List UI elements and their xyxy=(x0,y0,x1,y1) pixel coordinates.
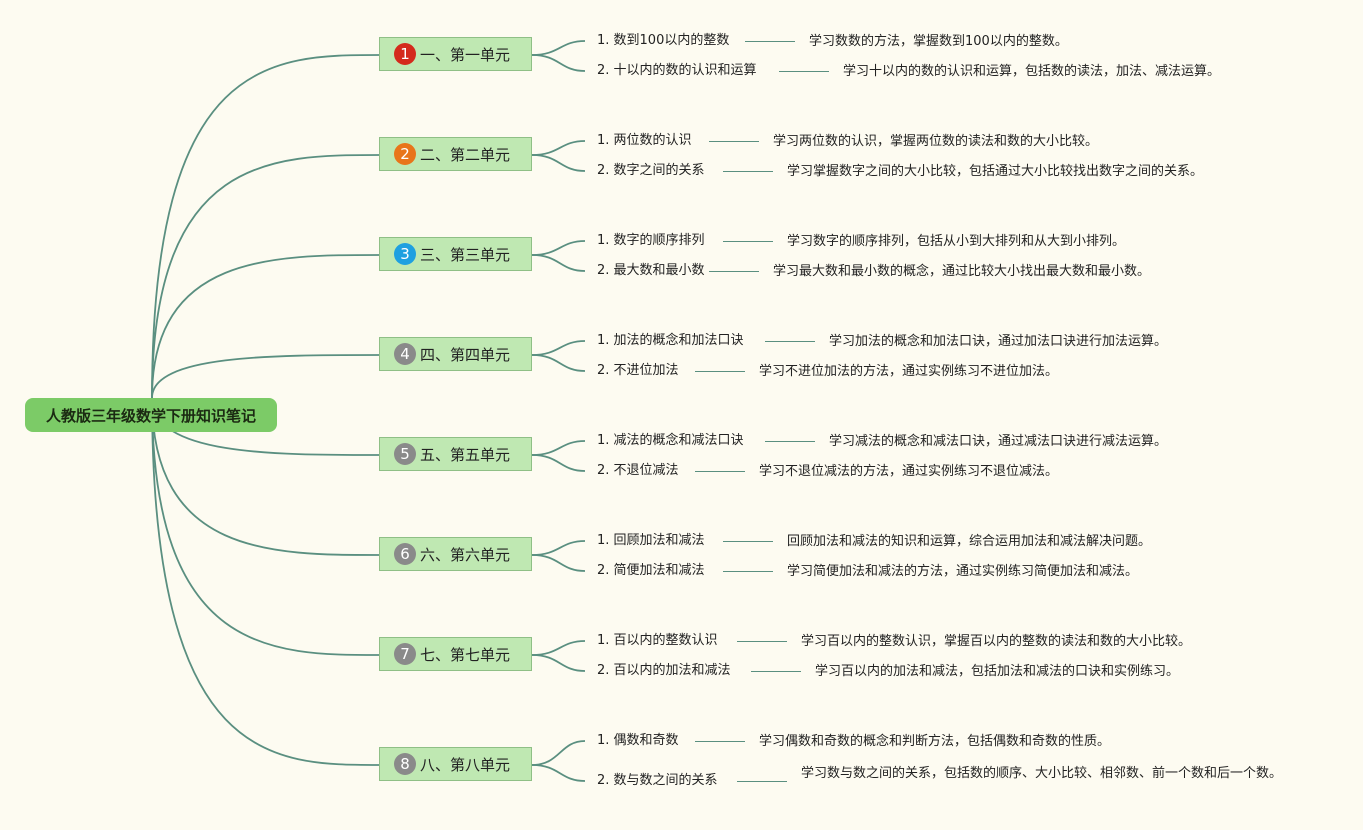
topic-connector-line xyxy=(723,541,773,542)
topic-connector-line xyxy=(709,141,759,142)
topic-description: 学习百以内的加法和减法，包括加法和减法的口诀和实例练习。 xyxy=(815,664,1180,679)
branch-line xyxy=(531,354,586,372)
number-badge-icon: 4 xyxy=(394,343,416,365)
topic-label[interactable]: 1. 数到100以内的整数 xyxy=(597,33,730,48)
branch-line xyxy=(531,454,586,472)
topic-label[interactable]: 1. 百以内的整数认识 xyxy=(597,633,718,648)
branch-line xyxy=(531,654,586,672)
topic-description: 学习不进位加法的方法，通过实例练习不进位加法。 xyxy=(759,364,1059,379)
branch-line xyxy=(151,397,380,766)
topic-label[interactable]: 1. 减法的概念和减法口诀 xyxy=(597,433,744,448)
topic-connector-line xyxy=(751,671,801,672)
branch-line xyxy=(151,154,380,399)
topic-connector-line xyxy=(723,171,773,172)
branch-line xyxy=(531,340,586,356)
topic-label[interactable]: 2. 不退位减法 xyxy=(597,463,679,478)
number-badge-icon: 5 xyxy=(394,443,416,465)
branch-line xyxy=(151,354,380,399)
branch-line xyxy=(531,554,586,572)
branch-line xyxy=(531,140,586,156)
topic-connector-line xyxy=(737,641,787,642)
topic-description: 回顾加法和减法的知识和运算，综合运用加法和减法解决问题。 xyxy=(787,534,1152,549)
branch-line xyxy=(531,54,586,72)
topic-description: 学习数数的方法，掌握数到100以内的整数。 xyxy=(809,34,1068,49)
topic-label[interactable]: 1. 数字的顺序排列 xyxy=(597,233,705,248)
topic-label[interactable]: 2. 百以内的加法和减法 xyxy=(597,663,731,678)
branch-line xyxy=(531,154,586,172)
topic-label[interactable]: 1. 回顾加法和减法 xyxy=(597,533,705,548)
topic-description: 学习加法的概念和加法口诀，通过加法口诀进行加法运算。 xyxy=(829,334,1168,349)
topic-label[interactable]: 2. 十以内的数的认识和运算 xyxy=(597,63,757,78)
branch-line xyxy=(531,40,586,56)
unit-label: 六、第六单元 xyxy=(420,545,511,564)
topic-connector-line xyxy=(723,241,773,242)
topic-description: 学习简便加法和减法的方法，通过实例练习简便加法和减法。 xyxy=(787,564,1139,579)
topic-connector-line xyxy=(765,441,815,442)
number-badge-icon: 6 xyxy=(394,543,416,565)
topic-connector-line xyxy=(765,341,815,342)
topic-connector-line xyxy=(695,471,745,472)
topic-connector-line xyxy=(779,71,829,72)
branch-line xyxy=(151,397,380,556)
topic-connector-line xyxy=(695,371,745,372)
topic-connector-line xyxy=(695,741,745,742)
unit-label: 五、第五单元 xyxy=(420,445,511,464)
topic-description: 学习百以内的整数认识，掌握百以内的整数的读法和数的大小比较。 xyxy=(801,634,1192,649)
topic-label[interactable]: 1. 加法的概念和加法口诀 xyxy=(597,333,744,348)
number-badge-icon: 3 xyxy=(394,243,416,265)
branch-line xyxy=(151,254,380,399)
topic-description: 学习掌握数字之间的大小比较，包括通过大小比较找出数字之间的关系。 xyxy=(787,164,1204,179)
number-badge-icon: 8 xyxy=(394,753,416,775)
topic-description: 学习数与数之间的关系，包括数的顺序、大小比较、相邻数、前一个数和后一个数。 xyxy=(801,766,1283,781)
branch-line xyxy=(531,764,586,782)
number-badge-icon: 7 xyxy=(394,643,416,665)
topic-description: 学习两位数的认识，掌握两位数的读法和数的大小比较。 xyxy=(773,134,1099,149)
branch-line xyxy=(531,640,586,656)
topic-description: 学习不退位减法的方法，通过实例练习不退位减法。 xyxy=(759,464,1059,479)
topic-label[interactable]: 2. 简便加法和减法 xyxy=(597,563,705,578)
branch-line xyxy=(531,240,586,256)
topic-description: 学习减法的概念和减法口诀，通过减法口诀进行减法运算。 xyxy=(829,434,1168,449)
branch-line xyxy=(151,54,380,399)
topic-connector-line xyxy=(737,781,787,782)
topic-description: 学习数字的顺序排列，包括从小到大排列和从大到小排列。 xyxy=(787,234,1126,249)
unit-label: 一、第一单元 xyxy=(420,45,511,64)
root-topic[interactable]: 人教版三年级数学下册知识笔记 xyxy=(25,398,277,432)
topic-label[interactable]: 2. 数字之间的关系 xyxy=(597,163,705,178)
topic-label[interactable]: 2. 数与数之间的关系 xyxy=(597,773,718,788)
number-badge-icon: 2 xyxy=(394,143,416,165)
topic-description: 学习十以内的数的认识和运算，包括数的读法，加法、减法运算。 xyxy=(843,64,1221,79)
branch-line xyxy=(531,440,586,456)
topic-connector-line xyxy=(723,571,773,572)
branch-line xyxy=(151,397,380,656)
topic-label[interactable]: 1. 偶数和奇数 xyxy=(597,733,679,748)
topic-description: 学习偶数和奇数的概念和判断方法，包括偶数和奇数的性质。 xyxy=(759,734,1111,749)
branch-line xyxy=(531,254,586,272)
unit-label: 八、第八单元 xyxy=(420,755,511,774)
unit-label: 三、第三单元 xyxy=(420,245,511,264)
number-badge-icon: 1 xyxy=(394,43,416,65)
branch-line xyxy=(531,540,586,556)
topic-connector-line xyxy=(745,41,795,42)
unit-label: 二、第二单元 xyxy=(420,145,511,164)
topic-label[interactable]: 1. 两位数的认识 xyxy=(597,133,692,148)
unit-label: 四、第四单元 xyxy=(420,345,511,364)
topic-label[interactable]: 2. 不进位加法 xyxy=(597,363,679,378)
unit-label: 七、第七单元 xyxy=(420,645,511,664)
topic-description: 学习最大数和最小数的概念，通过比较大小找出最大数和最小数。 xyxy=(773,264,1151,279)
branch-line xyxy=(531,740,586,766)
topic-connector-line xyxy=(709,271,759,272)
topic-label[interactable]: 2. 最大数和最小数 xyxy=(597,263,705,278)
